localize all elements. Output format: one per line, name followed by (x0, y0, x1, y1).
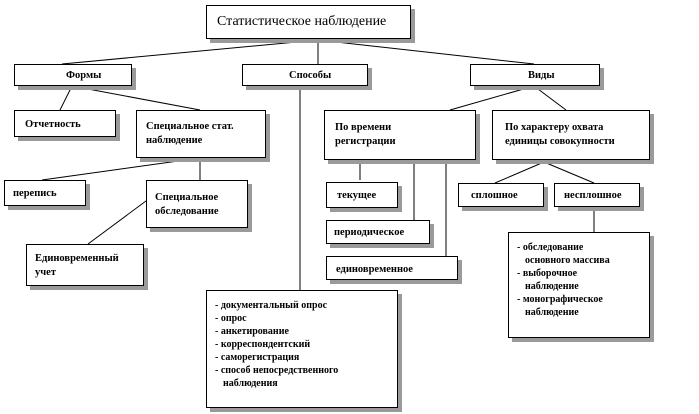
onetime-account-label-2: учет (35, 267, 56, 278)
current-node: текущее (326, 182, 398, 208)
list-item: - монографическое (517, 294, 603, 305)
methods-list: - документальный опрос - опрос - анкетир… (215, 299, 338, 390)
census-label: перепись (13, 188, 57, 199)
periodic-node: периодическое (326, 220, 430, 244)
edge-types-bytime (449, 85, 535, 111)
root-node: Статистическое наблюдение (206, 5, 411, 39)
methods-node: Способы (242, 64, 368, 86)
onetime-account-node: Единовременный учет (26, 244, 144, 286)
types-node: Виды (470, 64, 600, 86)
methods-label: Способы (289, 70, 332, 81)
list-item: - выборочное (517, 268, 578, 279)
noncontinuous-label: несплошное (564, 190, 622, 201)
edge-survey-onetime (87, 197, 151, 245)
onetime-account-label-1: Единовременный (35, 253, 119, 264)
list-item: - обследование (517, 242, 584, 253)
list-item: наблюдение (525, 307, 579, 318)
special-observation-label-1: Специальное стат. (146, 121, 234, 132)
list-item: - корреспондентский (215, 339, 311, 350)
reporting-node: Отчетность (14, 110, 116, 137)
by-coverage-label-1: По характеру охвата (505, 122, 604, 133)
by-time-label-1: По времени (335, 122, 392, 133)
forms-label: Формы (66, 70, 102, 81)
edge-forms-special (71, 85, 201, 111)
list-item: - саморегистрация (215, 352, 300, 363)
by-coverage-label-2: единицы совокупности (505, 136, 615, 147)
by-time-label-2: регистрации (335, 136, 396, 147)
list-item: наблюдение (525, 281, 579, 292)
list-item: наблюдения (223, 378, 278, 389)
special-survey-label-1: Специальное (155, 192, 219, 203)
methods-list-node: - документальный опрос - опрос - анкетир… (206, 290, 398, 408)
list-item: - анкетирование (215, 326, 289, 337)
continuous-node: сплошное (458, 183, 544, 207)
special-observation-node: Специальное стат. наблюдение (136, 110, 266, 158)
list-item: - способ непосредственного (215, 365, 339, 376)
edge-coverage-noncontinuous (543, 161, 595, 184)
by-time-node: По времени регистрации (324, 110, 476, 160)
edge-special-census (41, 157, 201, 181)
noncontinuous-list: - обследование основного массива - выбор… (517, 241, 610, 319)
edge-forms-reporting (59, 85, 73, 111)
noncontinuous-node: несплошное (554, 183, 640, 207)
forms-node: Формы (14, 64, 132, 86)
special-observation-label-2: наблюдение (146, 135, 203, 146)
list-item: основного массива (525, 255, 610, 266)
special-survey-label-2: обследование (155, 206, 219, 217)
periodic-label: периодическое (334, 227, 405, 238)
continuous-label: сплошное (471, 190, 518, 201)
list-item: - опрос (215, 313, 247, 324)
by-coverage-node: По характеру охвата единицы совокупности (492, 110, 650, 160)
list-item: - документальный опрос (215, 300, 328, 311)
root-label: Статистическое наблюдение (217, 14, 387, 29)
onetime-node: единовременное (326, 256, 458, 280)
reporting-label: Отчетность (25, 119, 81, 130)
edge-coverage-continuous (494, 161, 545, 184)
census-node: перепись (4, 180, 86, 206)
edge-root-types (317, 39, 535, 65)
edge-root-forms (61, 39, 319, 65)
onetime-label: единовременное (336, 264, 413, 275)
edge-types-bycoverage (533, 85, 567, 111)
special-survey-node: Специальное обследование (146, 180, 248, 228)
noncontinuous-list-node: - обследование основного массива - выбор… (508, 232, 650, 338)
current-label: текущее (337, 190, 377, 201)
types-label: Виды (528, 70, 555, 81)
